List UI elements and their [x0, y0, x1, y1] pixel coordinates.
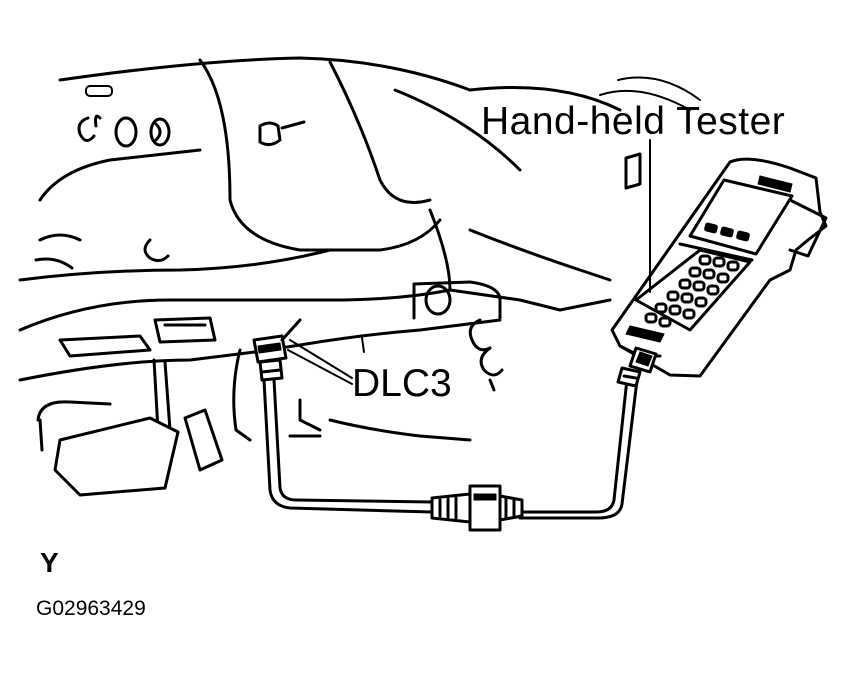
tester-keypad	[644, 254, 740, 328]
dashboard-lower-panel	[18, 56, 701, 392]
hand-held-tester	[610, 139, 828, 378]
dlc3-connector	[252, 318, 353, 385]
tester-cable	[262, 366, 642, 532]
figure-code-label: G02963429	[36, 597, 146, 620]
view-letter-label: Y	[40, 547, 59, 578]
hand-held-tester-label: Hand-held Tester	[481, 100, 786, 143]
dlc3-label: DLC3	[352, 362, 452, 405]
pedals	[36, 316, 472, 497]
